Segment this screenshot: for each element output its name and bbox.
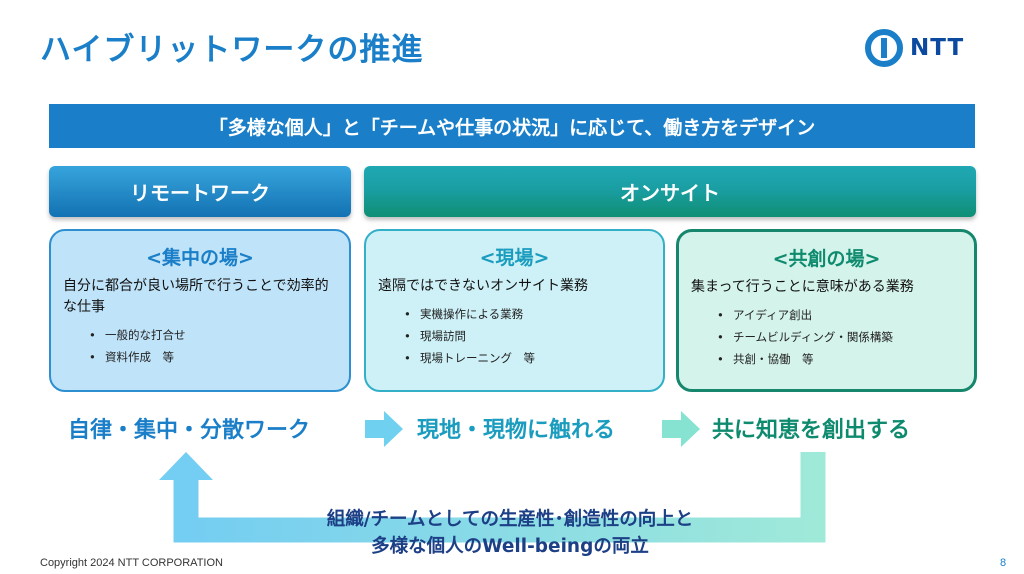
card-description: 遠隔ではできないオンサイト業務: [378, 278, 588, 294]
card-item-list: アイディア創出 チームビルディング・関係構築 共創・協働 等: [691, 304, 962, 370]
card-description: 自分に都合が良い場所で行うことで効率的な仕事: [63, 278, 329, 315]
outcome-statement: 組織/チームとしての生産性･創造性の向上と 多様な個人のWell-beingの両…: [250, 506, 770, 560]
card-description: 集まって行うことに意味がある業務: [691, 279, 914, 295]
logo-text: NTT: [910, 35, 965, 61]
card-item-list: 実機操作による業務 現場訪問 現場トレーニング 等: [378, 303, 651, 369]
copyright-text: Copyright 2024 NTT CORPORATION: [40, 557, 223, 569]
card-co-creation-place: <共創の場> 集まって行うことに意味がある業務 アイディア創出 チームビルディン…: [676, 229, 977, 392]
outcome-line-1: 組織/チームとしての生産性･創造性の向上と: [326, 509, 694, 530]
card-title: <現場>: [479, 247, 550, 269]
page-title: ハイブリットワークの推進: [40, 32, 424, 68]
card-item-list: 一般的な打合せ 資料作成 等: [63, 324, 337, 368]
list-item: 現場訪問: [404, 325, 651, 347]
ntt-logo-mark-icon: [865, 29, 903, 67]
list-item: アイディア創出: [717, 304, 962, 326]
flow-label-onsite: 現地・現物に触れる: [417, 418, 616, 443]
headline-banner: 「多様な個人」と「チームや仕事の状況」に応じて、働き方をデザイン: [49, 104, 975, 148]
card-field-site: <現場> 遠隔ではできないオンサイト業務 実機操作による業務 現場訪問 現場トレ…: [364, 229, 665, 392]
page-number: 8: [1000, 557, 1007, 569]
flow-label-cocreate: 共に知恵を創出する: [712, 418, 911, 443]
list-item: 実機操作による業務: [404, 303, 651, 325]
list-item: 現場トレーニング 等: [404, 347, 651, 369]
card-title: <共創の場>: [772, 248, 881, 270]
list-item: 資料作成 等: [89, 346, 337, 368]
category-remote: リモートワーク: [49, 166, 351, 217]
list-item: 一般的な打合せ: [89, 324, 337, 346]
category-onsite: オンサイト: [364, 166, 976, 217]
card-focus-place: <集中の場> 自分に都合が良い場所で行うことで効率的な仕事 一般的な打合せ 資料…: [49, 229, 351, 392]
list-item: チームビルディング・関係構築: [717, 326, 962, 348]
flow-label-autonomous: 自律・集中・分散ワーク: [68, 418, 311, 443]
list-item: 共創・協働 等: [717, 348, 962, 370]
outcome-line-2: 多様な個人のWell-beingの両立: [371, 536, 649, 557]
flow-arrow-right-icon: [365, 411, 403, 447]
ntt-logo: NTT: [864, 28, 964, 68]
flow-arrow-right-icon: [662, 411, 700, 447]
card-title: <集中の場>: [146, 247, 254, 269]
